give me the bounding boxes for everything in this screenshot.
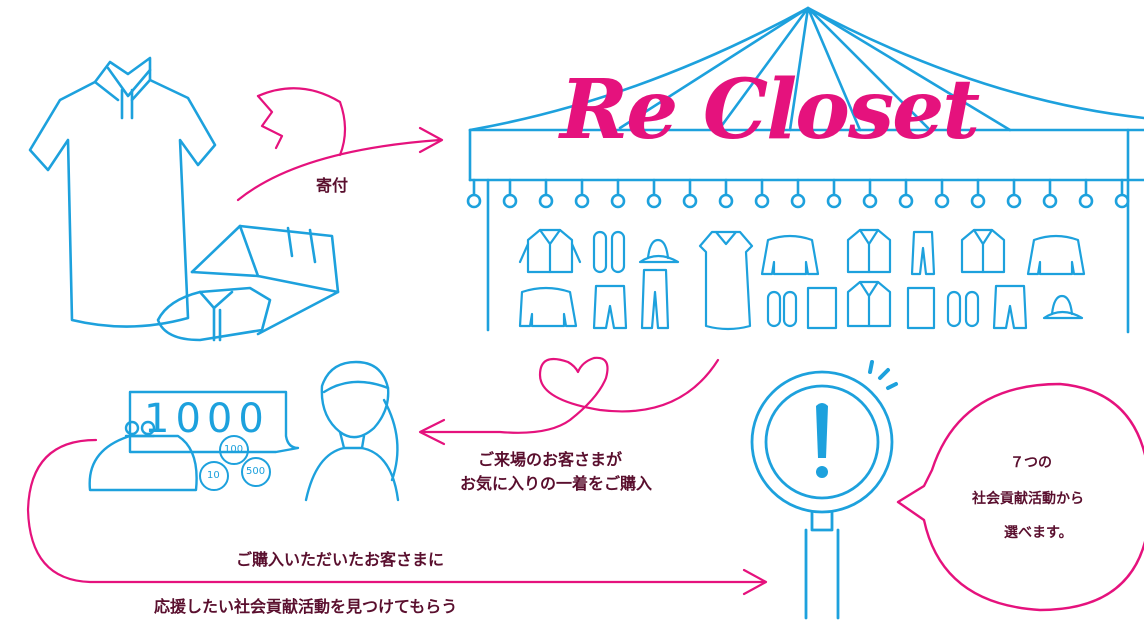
bubble-text-line2: 社会貢献活動から [972,491,1084,507]
shirt-icon [518,228,582,274]
coin-10-label: 10 [207,470,220,481]
donation-paper-icon [236,87,444,202]
magnifier-icon [750,370,894,620]
hat-icon-2 [1042,294,1084,320]
shoes-icon-3 [946,290,980,328]
towel-icon [806,286,838,330]
exclamation-icon [816,403,828,478]
coins-icon [199,435,271,491]
sweater-icon-3 [518,286,578,328]
shirt-icon-2 [846,228,892,274]
tent-lamps [466,178,1130,209]
shirt-icon-4 [846,280,892,328]
shirt-icon-3 [960,228,1006,274]
dress-icon [28,56,217,328]
tent-icon [466,6,1144,334]
pants-icon [910,230,936,276]
bill-icon [128,390,300,454]
support-text-line2: 応援したい社会貢献活動を見つけてもらう [154,597,458,616]
bubble-text-line1: ７つの [1010,455,1052,471]
purchase-text-line2: お気に入りの一着をご購入 [460,474,653,493]
bubble-text-line3: 選べます。 [1004,525,1073,541]
brand-title: Re Closet [560,62,980,158]
sweater-icon-2 [1026,234,1086,276]
coin-100-label: 100 [224,444,244,455]
shopping-bag-icon [156,224,340,342]
speech-bubble [896,382,1144,612]
donate-label: 寄付 [316,176,349,195]
pants-icon-2 [640,268,670,330]
heart-icon [418,356,720,446]
purchase-text-line1: ご来場のお客さまが [478,450,623,469]
support-text-line1: ご購入いただいたお客さまに [236,550,445,569]
sparkle-icon [868,360,898,390]
clothing-rack [518,228,1086,331]
hat-icon [638,238,680,264]
shoes-icon [592,230,626,274]
dress-small-icon [698,230,754,331]
coin-500-label: 500 [246,466,266,477]
sweater-icon [760,234,820,276]
support-arrow [26,438,768,596]
shorts-icon-2 [992,284,1028,330]
woman-icon [304,360,400,502]
towel-icon-2 [906,286,936,330]
shorts-icon [592,284,628,330]
purse-icon [88,420,198,492]
shoes-icon-2 [766,290,798,328]
bill-amount: 1000 [144,396,270,442]
